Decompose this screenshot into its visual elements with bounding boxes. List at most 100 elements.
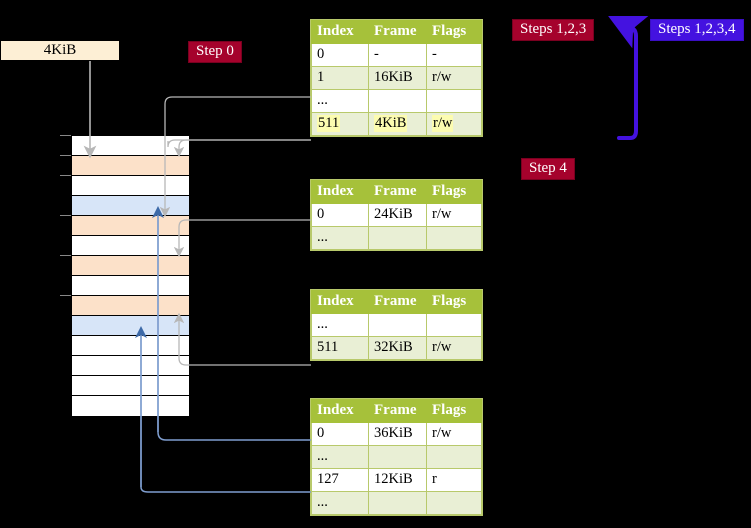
memory-frame-row [72,176,189,196]
memory-frame-row [72,396,189,416]
table-cell-flags: r/w [426,66,482,90]
table-cell-frame [368,89,427,113]
column-header-frame: Frame [368,180,427,204]
column-header-index: Index [311,290,369,314]
column-header-frame: Frame [368,290,427,314]
connector-l3-24kib-to-memory [173,219,311,258]
table-cell-index: ... [311,313,369,337]
badge-steps-1-2-3-4: Steps 1,2,3,4 [650,19,744,41]
table-cell-flags: - [426,43,482,67]
column-header-index: Index [311,20,369,44]
memory-frame-row [72,136,189,156]
badge-steps-1-2-3: Steps 1,2,3 [512,19,595,41]
memory-frame-row [72,196,189,216]
column-header-frame: Frame [368,20,427,44]
memory-tick [60,215,71,216]
highlighted-value: 511 [317,115,341,132]
table-cell-index: 0 [311,43,369,67]
memory-frame-row [72,296,189,316]
table-cell-frame: 4KiB [368,112,427,136]
highlighted-value: r/w [432,115,454,132]
table-cell-index: 511 [311,336,369,360]
table-cell-index: ... [311,445,369,469]
column-header-index: Index [311,180,369,204]
table-cell-flags [426,445,482,469]
memory-frame-row [72,236,189,256]
badge-step-4: Step 4 [521,158,575,180]
memory-tick [60,295,71,296]
table-cell-flags: r/w [426,336,482,360]
memory-frame-row [72,316,189,336]
memory-tick [60,255,71,256]
memory-frame-row [72,336,189,356]
memory-frame-row [72,356,189,376]
steps-loop-arrow [608,16,649,140]
memory-frame-row [72,256,189,276]
column-header-flags: Flags [426,399,482,423]
memory-frame-row [72,216,189,236]
table-cell-flags [426,89,482,113]
table-cell-flags [426,491,482,515]
table-cell-frame [368,226,427,250]
table-row: ... [311,491,482,515]
table-row: ... [311,445,482,469]
column-header-flags: Flags [426,20,482,44]
table-cell-index: 127 [311,468,369,492]
table-cell-flags: r/w [426,112,482,136]
column-header-flags: Flags [426,290,482,314]
table-cell-index: 0 [311,203,369,227]
badge-step-0: Step 0 [188,41,242,63]
table-cell-index: 511 [311,112,369,136]
table-cell-frame: 36KiB [368,422,427,446]
table-cell-flags: r/w [426,422,482,446]
table-cell-index: 1 [311,66,369,90]
table-cell-flags: r [426,468,482,492]
table-cell-index: ... [311,89,369,113]
table-row: ... [311,89,482,113]
table-cell-flags [426,226,482,250]
table-cell-frame: 16KiB [368,66,427,90]
table-cell-frame [368,445,427,469]
table-cell-frame: 12KiB [368,468,427,492]
table-cell-frame [368,313,427,337]
column-header-flags: Flags [426,180,482,204]
connector-l4-4kib-to-memory [173,139,311,158]
table-row: 0-- [311,43,482,67]
table-cell-index: ... [311,491,369,515]
table-row: ... [311,226,482,250]
column-header-frame: Frame [368,399,427,423]
memory-size-label: 4KiB [0,40,120,61]
table-cell-frame: 32KiB [368,336,427,360]
table-cell-frame [368,491,427,515]
table-cell-index: 0 [311,422,369,446]
table-row: ... [311,313,482,337]
memory-tick [60,155,71,156]
table-cell-flags [426,313,482,337]
memory-frame-row [72,156,189,176]
table-row: 511 4KiB r/w [311,112,482,136]
memory-tick [60,135,71,136]
column-header-index: Index [311,399,369,423]
table-cell-index: ... [311,226,369,250]
memory-frame-row [72,376,189,396]
physical-memory-column [71,135,190,416]
memory-frame-row [72,276,189,296]
table-cell-frame: 24KiB [368,203,427,227]
memory-tick [60,175,71,176]
table-cell-frame: - [368,43,427,67]
connector-l2-32kib-to-memory [173,312,311,366]
